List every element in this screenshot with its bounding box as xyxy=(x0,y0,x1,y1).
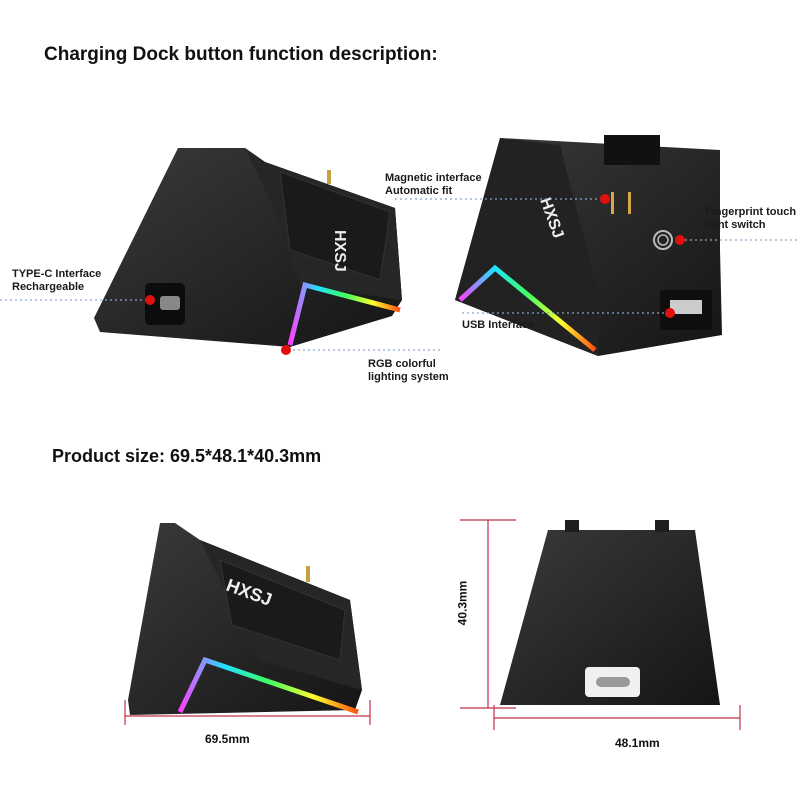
dock-rear-view: HXSJ xyxy=(455,135,722,356)
dock-side-view: HXSJ xyxy=(94,148,402,347)
callout-line-1: Fingerprint touch xyxy=(705,206,797,218)
length-dimension: 69.5mm xyxy=(205,732,250,746)
dock-length-view: HXSJ xyxy=(128,523,362,715)
callout-line-2: light switch xyxy=(705,219,766,231)
callout-line-2: lighting system xyxy=(368,371,449,383)
callout-lines xyxy=(0,198,800,351)
width-dimension: 48.1mm xyxy=(615,736,660,750)
page-title: Charging Dock button function descriptio… xyxy=(44,44,438,65)
callout-line-1: USB Interface xyxy=(462,319,535,331)
callout-line-2: Automatic fit xyxy=(385,185,453,197)
dock-width-view xyxy=(500,520,720,705)
rgb-light-strip xyxy=(177,656,359,715)
magnetic-pin xyxy=(628,192,631,214)
rgb-light-strip xyxy=(458,264,597,352)
callout-magnetic: Magnetic interface Automatic fit xyxy=(385,172,482,198)
magnetic-pin xyxy=(327,170,331,184)
callout-typec: TYPE-C Interface Rechargeable xyxy=(12,268,101,294)
product-size-heading: Product size: 69.5*48.1*40.3mm xyxy=(52,446,322,466)
callout-line-1: Magnetic interface xyxy=(385,172,482,184)
magnetic-pin xyxy=(611,192,614,214)
fingerprint-icon xyxy=(653,230,673,250)
callout-markers xyxy=(145,194,685,355)
height-dimension: 40.3mm xyxy=(455,580,470,626)
dimension-lines xyxy=(124,519,741,730)
callout-fingerprint: Fingerprint touch light switch xyxy=(705,206,796,232)
rgb-light-strip xyxy=(287,281,401,346)
callout-line-2: Rechargeable xyxy=(12,281,85,293)
callout-line-1: RGB colorful xyxy=(368,358,436,370)
callout-usb: USB Interface xyxy=(462,319,534,332)
callout-line-1: TYPE-C Interface xyxy=(12,268,102,280)
brand-logo: HXSJ xyxy=(331,230,348,272)
callout-rgb: RGB colorful lighting system xyxy=(368,358,449,384)
